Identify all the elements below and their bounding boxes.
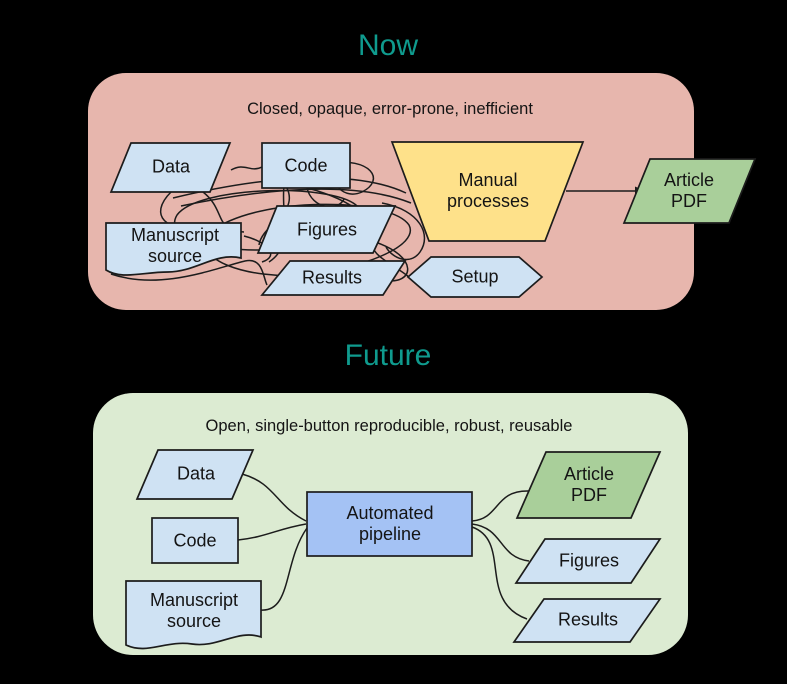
connector-line [471, 490, 530, 522]
now-data-label: Data [151, 156, 191, 177]
now-results-label: Results [301, 267, 363, 288]
future-figures-shape [514, 538, 662, 584]
connector-line [471, 523, 530, 562]
connector-line [241, 473, 307, 522]
now-figures-shape [256, 205, 397, 254]
now-title: Now [357, 29, 419, 62]
future-title: Future [344, 339, 432, 372]
future-connectors [237, 473, 530, 620]
now-article-pdf-label: Article PDF [663, 170, 715, 211]
future-automated-pipeline-shape [306, 491, 473, 557]
now-results-shape [260, 260, 407, 296]
now-data-shape [109, 142, 232, 193]
connector-line [205, 203, 412, 277]
future-figures-label: Figures [558, 550, 620, 571]
connector-line [237, 523, 307, 541]
connector-line [381, 202, 426, 261]
now-code-label: Code [284, 155, 328, 176]
now-output-arrow [566, 186, 645, 196]
now-setup-shape [406, 256, 544, 298]
connector-line [110, 259, 268, 286]
now-code-shape [261, 142, 351, 189]
connector-line [471, 526, 528, 620]
future-manuscript-source-label: Manuscript source [149, 590, 239, 631]
now-manual-processes-label: Manual processes [446, 170, 530, 211]
future-results-label: Results [557, 609, 619, 630]
future-article-pdf-label: Article PDF [563, 464, 615, 505]
future-code-label: Code [173, 530, 217, 551]
future-data-shape [135, 449, 255, 500]
connector-line [180, 188, 412, 207]
now-figures-label: Figures [296, 219, 358, 240]
future-caption: Open, single-button reproducible, robust… [205, 417, 573, 435]
future-code-shape [151, 517, 239, 564]
future-article-pdf-shape [515, 451, 662, 519]
now-setup-label: Setup [451, 266, 499, 287]
future-results-shape [512, 598, 662, 643]
now-article-pdf-shape [622, 158, 757, 224]
connector-line [230, 166, 263, 171]
now-manual-processes-shape [390, 141, 585, 242]
future-automated-pipeline-label: Automated pipeline [346, 503, 434, 544]
now-caption: Closed, opaque, error-prone, inefficient [247, 100, 533, 118]
future-data-label: Data [176, 463, 216, 484]
now-manuscript-source-label: Manuscript source [130, 225, 220, 266]
future-manuscript-source-shape [125, 580, 262, 650]
now-manuscript-source-shape [105, 222, 242, 276]
connector-line [259, 527, 308, 611]
